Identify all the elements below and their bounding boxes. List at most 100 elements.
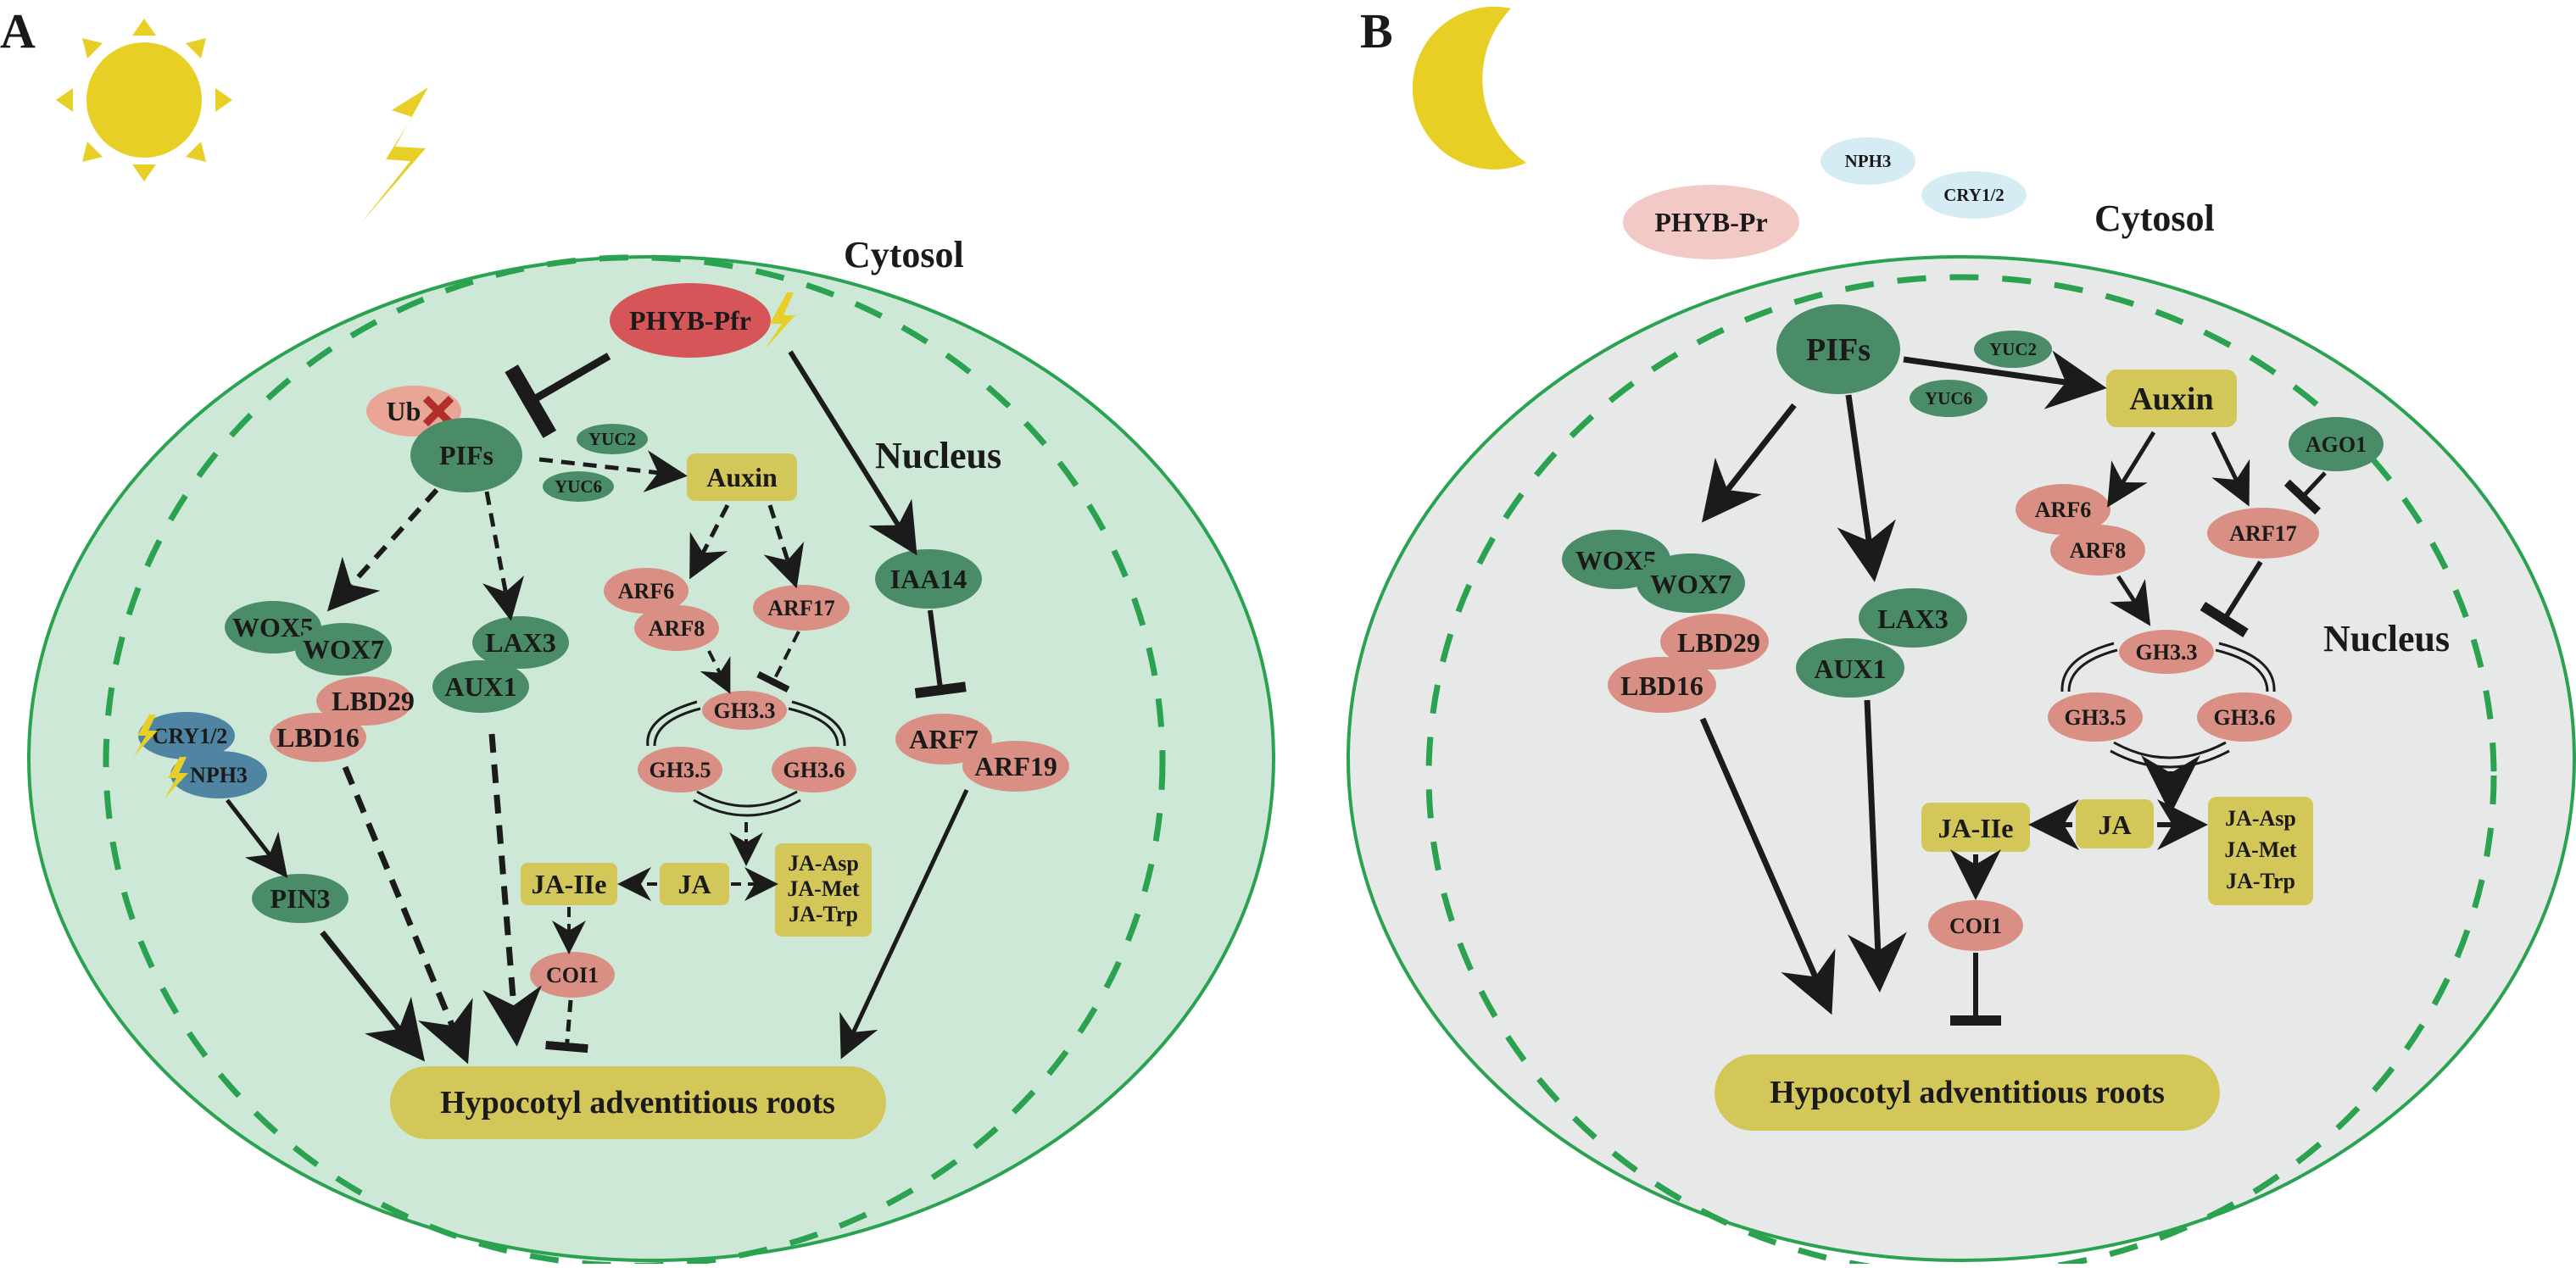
nucleus-membrane-a — [103, 254, 1166, 1268]
lbd16-node-a — [270, 713, 366, 762]
ja-label-b: JA — [2098, 809, 2131, 840]
gh35-label-b: GH3.5 — [2065, 705, 2127, 730]
wox5-node-a — [225, 601, 321, 653]
moon-icon — [1412, 6, 1526, 170]
iaa14-label: IAA14 — [890, 564, 967, 594]
aux1-label-a: AUX1 — [444, 671, 516, 702]
coi1-node-b — [1928, 900, 2023, 951]
gh3-inhibition-cycle-a — [646, 700, 846, 817]
gh33-label-a: GH3.3 — [714, 698, 776, 723]
wox7-node-a — [295, 623, 392, 676]
arf7-node-a — [895, 714, 992, 765]
arf17-node-a — [753, 585, 850, 631]
pifs-node-a — [410, 418, 522, 492]
yuc2-label-a: YUC2 — [588, 429, 636, 449]
yuc2-node-b — [1974, 331, 2052, 368]
pifs-label-a: PIFs — [439, 440, 493, 470]
arf8-node-b — [2050, 525, 2145, 576]
nph3-label-b: NPH3 — [1845, 151, 1892, 171]
arf17-label-b: ARF17 — [2229, 521, 2296, 546]
arf7-label-a: ARF7 — [909, 724, 979, 754]
edges-b — [1699, 350, 2327, 1026]
iaa14-node — [875, 549, 982, 609]
phyb-label-b: PHYB-Pr — [1654, 207, 1767, 237]
lbd29-node-a — [316, 676, 413, 726]
arf8-label-b: ARF8 — [2070, 538, 2126, 563]
arf8-node-a — [634, 605, 719, 651]
panel-a-label: A — [0, 3, 36, 58]
gh36-node-b — [2197, 692, 2292, 742]
roots-label-a: Hypocotyl adventitious roots — [440, 1085, 835, 1121]
lax3-node-a — [472, 616, 569, 669]
lbd29-label-b: LBD29 — [1677, 627, 1760, 658]
ja-met-label-b: JA-Met — [2224, 837, 2297, 862]
pin3-node-a — [252, 874, 348, 923]
arf6-label-b: ARF6 — [2035, 498, 2091, 522]
pifs-label-b: PIFs — [1806, 332, 1871, 368]
ja-label-a: JA — [677, 869, 711, 899]
wox7-label-b: WOX7 — [1650, 569, 1731, 599]
ja-conjugates-box-a — [775, 843, 872, 937]
arf19-label-a: ARF19 — [974, 751, 1057, 781]
cross-icon — [422, 395, 454, 427]
phyb-node-b — [1623, 185, 1799, 259]
lbd29-label-a: LBD29 — [332, 686, 415, 716]
nph3-node-a — [170, 751, 267, 798]
auxin-box-b — [2106, 370, 2237, 427]
gh36-label-b: GH3.6 — [2214, 705, 2276, 730]
arf6-node-a — [604, 568, 689, 614]
jaile-label-b: JA-IIe — [1938, 813, 2014, 843]
pin3-label-a: PIN3 — [270, 883, 330, 914]
phyb-node-a — [610, 283, 771, 358]
ja-trp-label-b: JA-Trp — [2226, 869, 2295, 893]
gh33-label-b: GH3.3 — [2136, 640, 2198, 665]
cell-b — [1347, 255, 2576, 1262]
cytosol-label-a: Cytosol — [844, 234, 964, 275]
ja-box-b — [2076, 799, 2154, 848]
lightning-icon — [765, 292, 795, 349]
phyb-label-a: PHYB-Pfr — [629, 305, 751, 336]
gh35-node-a — [638, 747, 722, 792]
panel-a: A Cytosol Nucleus PHYB-Pfr Ub — [0, 3, 1275, 1268]
gh33-node-b — [2119, 630, 2214, 674]
lax3-node-b — [1859, 588, 1967, 648]
arf8-label-a: ARF8 — [649, 616, 705, 641]
lbd29-node-b — [1660, 614, 1769, 670]
sun-icon — [56, 19, 232, 181]
nucleus-label-a: Nucleus — [875, 435, 1001, 476]
auxin-label-b: Auxin — [2129, 381, 2213, 417]
yuc2-label-b: YUC2 — [1989, 339, 2037, 359]
auxin-label-a: Auxin — [706, 462, 778, 492]
cry-node-b — [1921, 171, 2027, 219]
ja-asp-label-b: JA-Asp — [2225, 806, 2296, 831]
nucleus-membrane-b — [1425, 274, 2497, 1268]
aux1-label-b: AUX1 — [1814, 653, 1886, 684]
coi1-label-a: COI1 — [546, 963, 599, 987]
ja-asp-label-a: JA-Asp — [788, 851, 859, 876]
roots-label-b: Hypocotyl adventitious roots — [1770, 1075, 2165, 1110]
arf6-node-b — [2016, 484, 2110, 535]
arf17-node-b — [2207, 508, 2319, 559]
arf19-node-a — [962, 741, 1069, 792]
gh35-label-a: GH3.5 — [650, 758, 711, 782]
jaile-box-b — [1921, 803, 2030, 852]
ja-conjugates-box-b — [2208, 797, 2313, 905]
cry-label-a: CRY1/2 — [153, 724, 228, 748]
yuc6-label-a: YUC6 — [555, 476, 602, 497]
gh35-node-b — [2048, 692, 2143, 742]
nph3-label-a: NPH3 — [190, 763, 248, 787]
yuc6-node-b — [1910, 380, 1988, 417]
ja-trp-label-a: JA-Trp — [789, 902, 858, 926]
arf6-label-a: ARF6 — [618, 579, 674, 603]
yuc6-node-a — [543, 471, 614, 502]
lightning-icon — [134, 715, 158, 756]
lightning-icon — [164, 757, 188, 798]
ago1-node-b — [2289, 417, 2384, 471]
lax3-label-b: LAX3 — [1877, 603, 1949, 634]
cytosol-label-b: Cytosol — [2094, 197, 2215, 239]
gh33-node-a — [702, 691, 787, 730]
gh36-node-a — [772, 747, 856, 792]
lbd16-label-a: LBD16 — [276, 722, 360, 753]
jaile-box-a — [521, 863, 617, 905]
wox5-label-a: WOX5 — [232, 612, 314, 642]
